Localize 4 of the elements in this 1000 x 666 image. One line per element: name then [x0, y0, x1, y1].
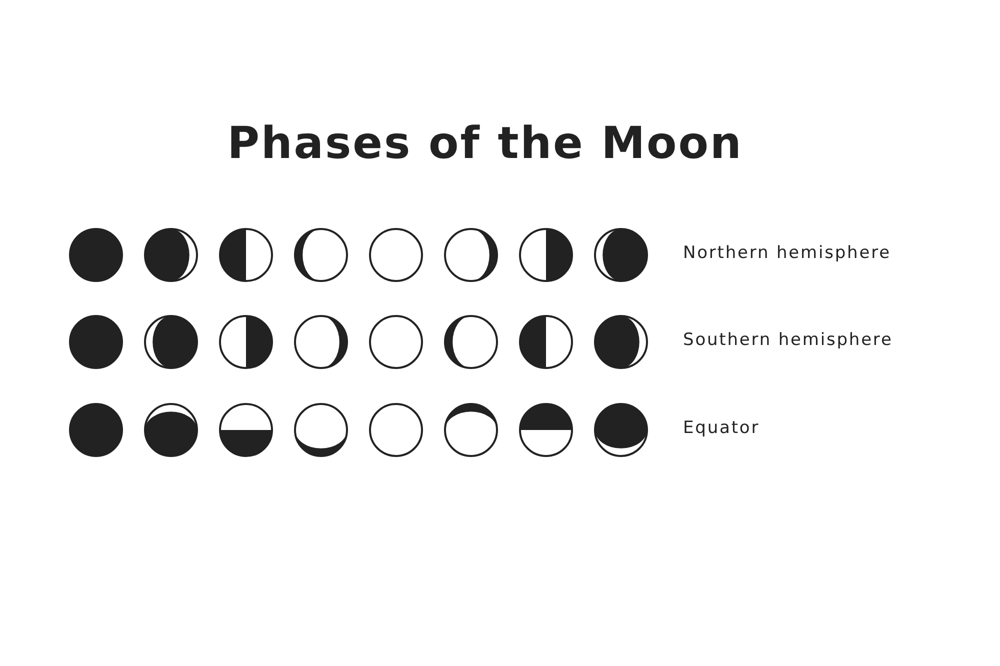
row-label: Equator [683, 418, 760, 438]
title: Phases of the Moon [226, 118, 744, 169]
row-label: Southern hemisphere [683, 330, 893, 350]
row-label: Northern hemisphere [683, 243, 891, 263]
